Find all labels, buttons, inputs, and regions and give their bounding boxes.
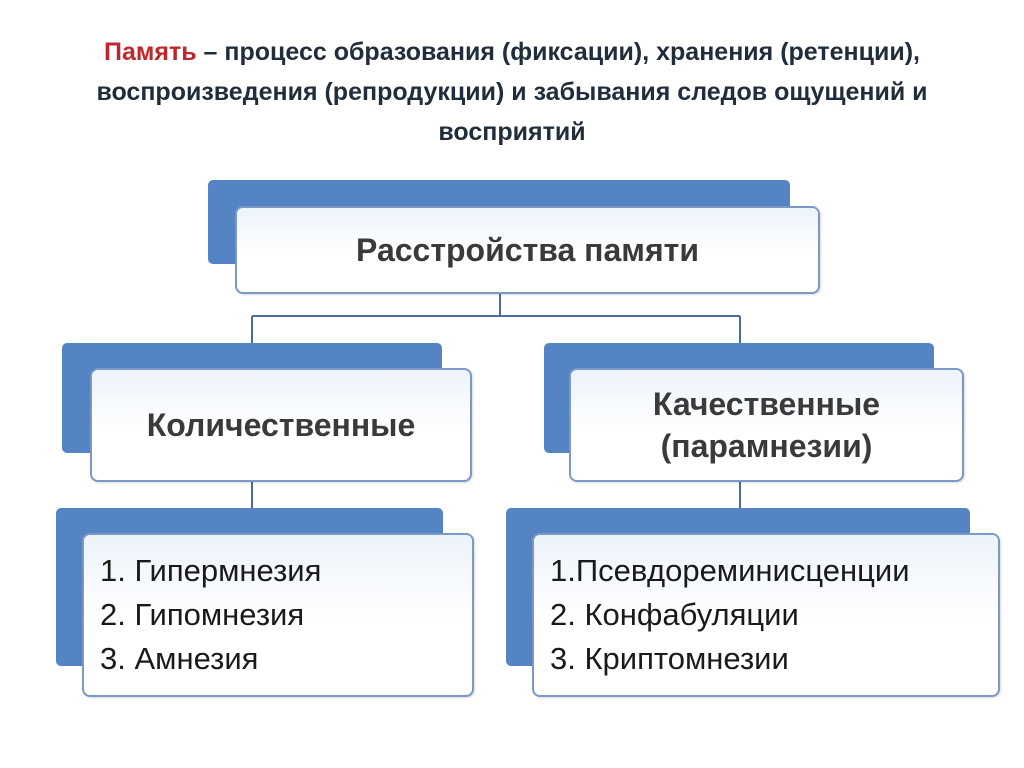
quantitative-node-label: Количественные [146, 406, 416, 443]
qualitative-label-line2: (парамнезии) [660, 428, 873, 464]
list-item: 1. Гипермнезия [100, 553, 322, 588]
list-item: 2. Конфабуляции [550, 597, 799, 632]
qualitative-node-label: Качественные (парамнезии) [571, 370, 962, 480]
qualitative-node: Качественные (парамнезии) [569, 368, 964, 482]
qualitative-list: 1.Псевдореминисценции 2. Конфабуляции 3.… [532, 533, 1000, 697]
definition-term: Память [104, 38, 197, 66]
root-node-label: Расстройства памяти [356, 231, 699, 268]
quantitative-list: 1. Гипермнезия 2. Гипомнезия 3. Амнезия [82, 533, 474, 697]
quantitative-node: Количественные [90, 368, 472, 482]
qualitative-label-line1: Качественные [652, 386, 881, 422]
root-node: Расстройства памяти [235, 206, 820, 294]
qualitative-items: 1.Псевдореминисценции 2. Конфабуляции 3.… [550, 535, 910, 695]
definition-text: – процесс образования (фиксации), хранен… [96, 38, 928, 146]
quantitative-items: 1. Гипермнезия 2. Гипомнезия 3. Амнезия [100, 535, 321, 695]
definition-heading: Память – процесс образования (фиксации),… [40, 32, 984, 152]
list-item: 3. Криптомнезии [550, 641, 789, 676]
list-item: 1.Псевдореминисценции [550, 553, 910, 588]
list-item: 3. Амнезия [100, 641, 259, 676]
list-item: 2. Гипомнезия [100, 597, 305, 632]
